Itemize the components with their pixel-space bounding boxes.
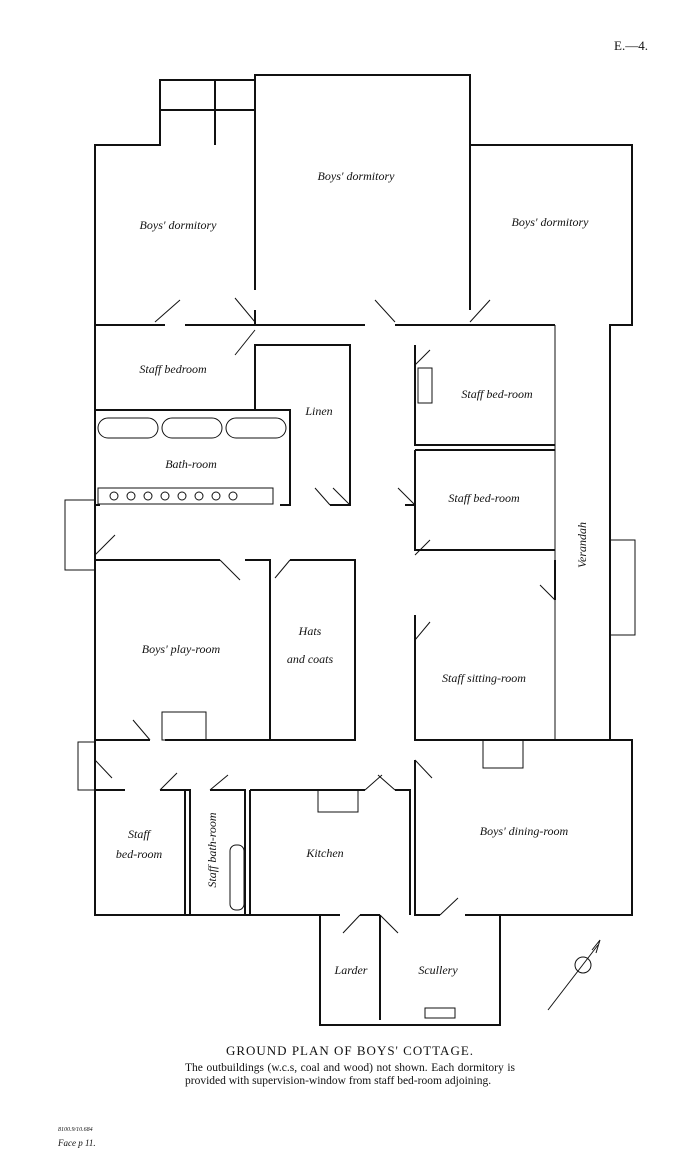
label-verandah: Verandah (575, 522, 589, 568)
floor-plan: Boys' dormitory Boys' dormitory Boys' do… (64, 74, 636, 1026)
label-kitchen: Kitchen (305, 846, 343, 860)
label-staff-bedroom: Staff bedroom (139, 362, 207, 376)
label-staff-bathroom: Staff bath-room (205, 812, 219, 888)
label-bathroom: Bath-room (165, 457, 217, 471)
label-linen: Linen (304, 404, 332, 418)
label-staff-bedroom-right-1: Staff bed-room (461, 387, 533, 401)
plan-note: The outbuildings (w.c.s, coal and wood) … (0, 1062, 700, 1088)
print-code: 8100.9/10.684 (58, 1127, 93, 1133)
label-dining-room: Boys' dining-room (480, 824, 569, 838)
door-swings (94, 297, 556, 934)
label-dorm-center: Boys' dormitory (318, 169, 396, 183)
fixtures (97, 367, 524, 1019)
compass (547, 939, 601, 1011)
label-staff-bedroom-right-2: Staff bed-room (448, 491, 520, 505)
basins (109, 491, 238, 501)
face-page: Face p 11. (58, 1138, 96, 1148)
room-labels: Boys' dormitory Boys' dormitory Boys' do… (116, 169, 589, 977)
plate-reference: E.—4. (614, 38, 648, 53)
label-and-coats: and coats (287, 652, 334, 666)
label-staff-sitting-room: Staff sitting-room (442, 671, 526, 685)
plan-title: GROUND PLAN OF BOYS' COTTAGE. (225, 1043, 475, 1058)
label-scullery: Scullery (418, 963, 458, 977)
label-dorm-left: Boys' dormitory (140, 218, 218, 232)
label-dorm-right: Boys' dormitory (512, 215, 590, 229)
label-staff-bed: Staff (128, 827, 152, 841)
label-playroom: Boys' play-room (142, 642, 221, 656)
plan-note-text: The outbuildings (w.c.s, coal and wood) … (185, 1062, 515, 1087)
label-hats: Hats (298, 624, 322, 638)
label-bed-room: bed-room (116, 847, 163, 861)
label-larder: Larder (334, 963, 368, 977)
